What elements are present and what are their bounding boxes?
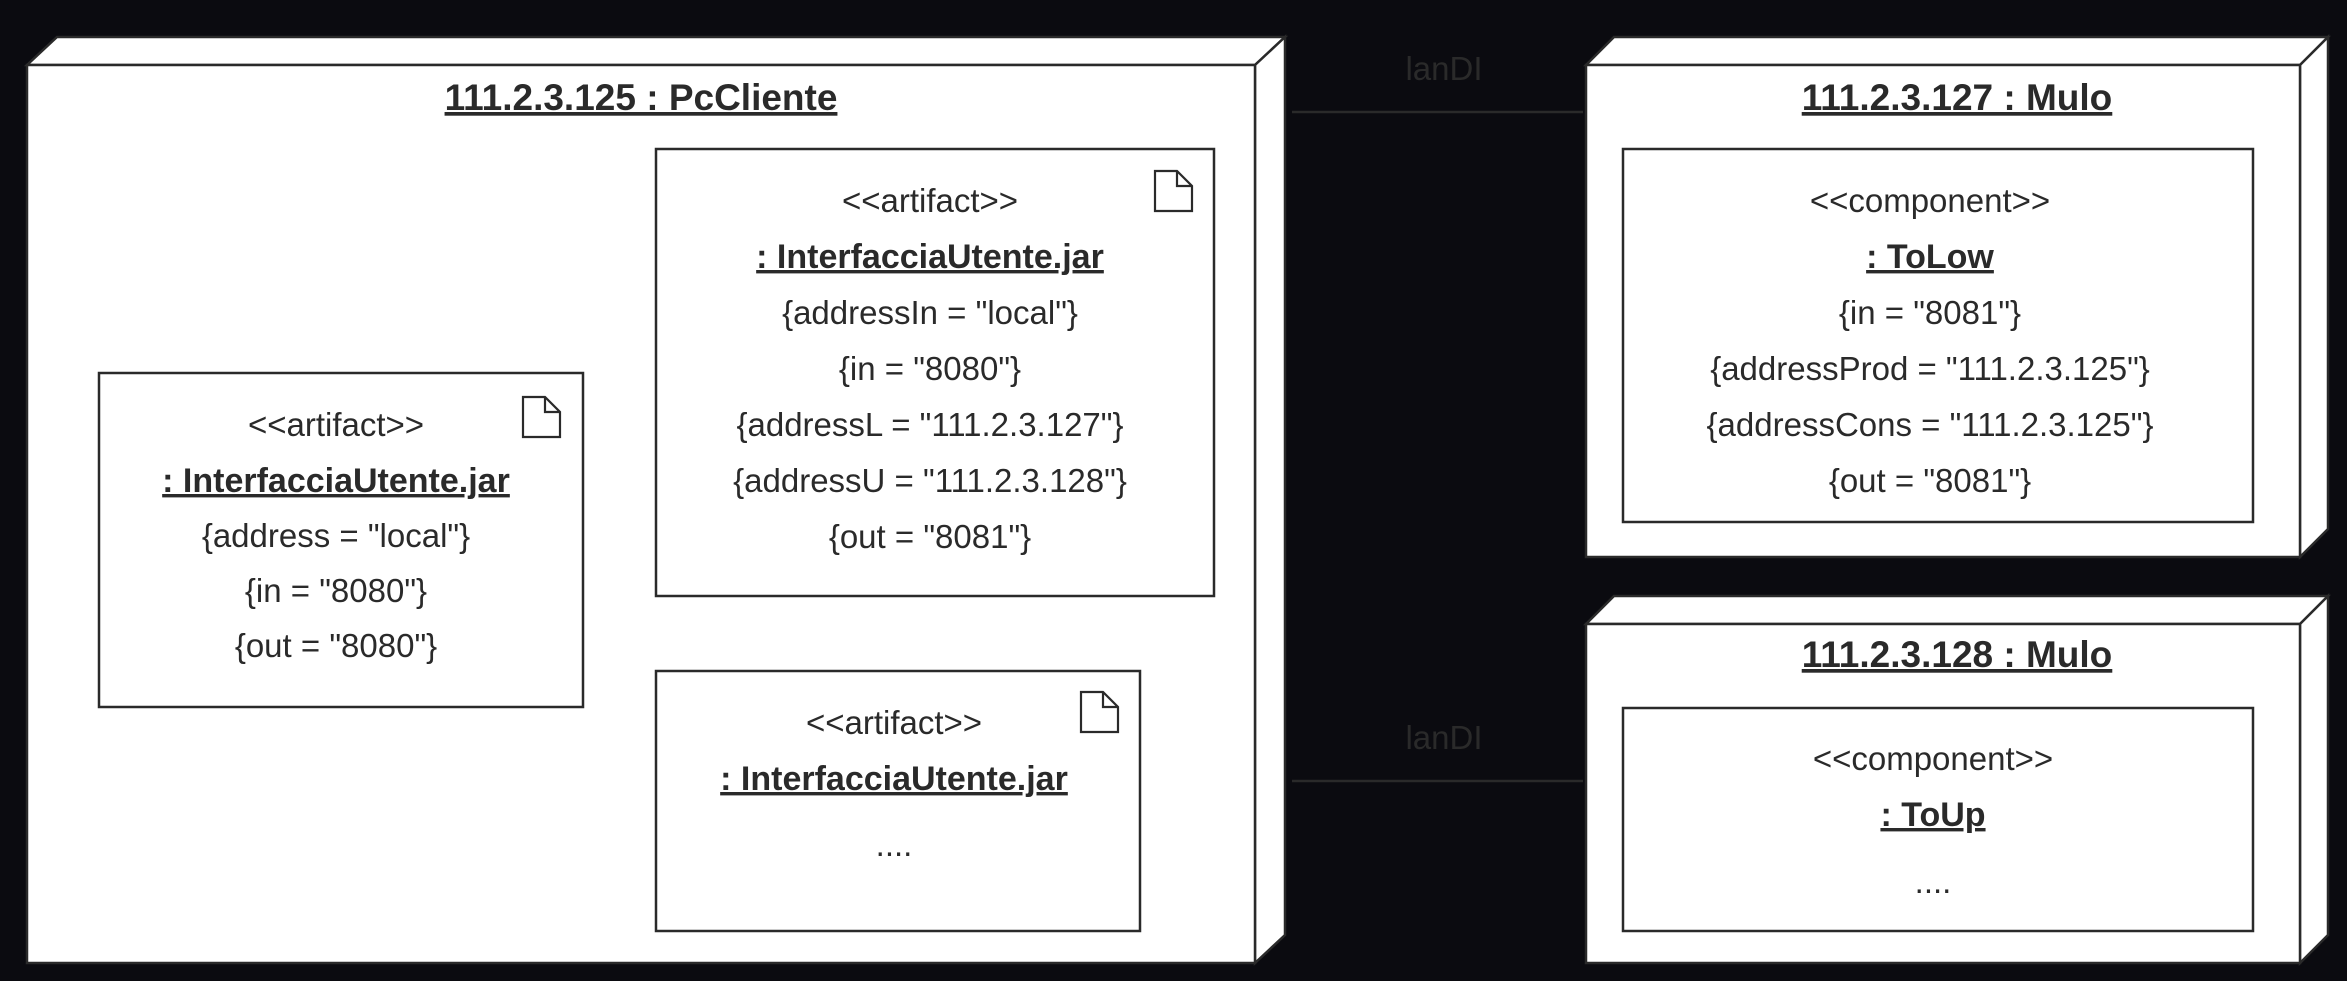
artifact-left[interactable]: <<artifact>> : InterfacciaUtente.jar {ad… [97, 371, 585, 709]
component-to-low-prop: {out = "8081"} [1829, 462, 2031, 499]
component-to-low-prop: {in = "8081"} [1839, 294, 2021, 331]
artifact-top-prop: {addressL = "111.2.3.127"} [736, 406, 1123, 443]
artifact-document-icon [1153, 169, 1194, 213]
artifact-left-box [97, 371, 585, 709]
component-to-up-prop: .... [1915, 863, 1952, 900]
artifact-left-prop: {out = "8080"} [235, 627, 437, 664]
node-mulo-127-top-face [1582, 35, 2332, 67]
node-mulo-128-title: 111.2.3.128 : Mulo [1802, 634, 2113, 675]
artifact-bottom[interactable]: <<artifact>> : InterfacciaUtente.jar ...… [654, 669, 1142, 933]
component-to-up-box [1621, 706, 2255, 933]
link-bottom[interactable]: lanDI [1292, 719, 1583, 783]
link-top-label: lanDI [1405, 50, 1482, 87]
component-to-up-name: : ToUp [1880, 796, 1985, 834]
link-bottom-label: lanDI [1405, 719, 1482, 756]
link-top[interactable]: lanDI [1292, 50, 1583, 114]
node-mulo-128[interactable]: 111.2.3.128 : Mulo <<component>> : ToUp … [1582, 592, 2332, 967]
artifact-top[interactable]: <<artifact>> : InterfacciaUtente.jar {ad… [654, 147, 1216, 598]
artifact-left-prop: {in = "8080"} [245, 572, 427, 609]
artifact-top-box [654, 147, 1216, 598]
artifact-bottom-box [654, 669, 1142, 933]
node-mulo-127[interactable]: 111.2.3.127 : Mulo <<component>> : ToLow… [1582, 33, 2332, 561]
artifact-left-prop: {address = "local"} [202, 517, 470, 554]
component-to-low-name: : ToLow [1866, 238, 1994, 276]
artifact-top-prop: {addressIn = "local"} [782, 294, 1078, 331]
component-to-up[interactable]: <<component>> : ToUp .... [1621, 706, 2255, 933]
component-to-low[interactable]: <<component>> : ToLow {in = "8081"} {add… [1621, 147, 2255, 524]
component-to-up-stereotype: <<component>> [1813, 740, 2053, 777]
node-mulo-127-side-face [2298, 33, 2330, 561]
artifact-top-prop: {out = "8081"} [829, 518, 1031, 555]
artifact-top-name: : InterfacciaUtente.jar [756, 238, 1104, 276]
artifact-bottom-prop: .... [876, 826, 913, 863]
component-to-low-prop: {addressCons = "111.2.3.125"} [1707, 406, 2154, 443]
artifact-document-icon [1079, 690, 1120, 734]
artifact-top-prop: {addressU = "111.2.3.128"} [733, 462, 1127, 499]
artifact-bottom-name: : InterfacciaUtente.jar [720, 760, 1068, 798]
component-to-low-stereotype: <<component>> [1810, 182, 2050, 219]
artifact-document-icon [521, 395, 562, 439]
artifact-bottom-stereotype: <<artifact>> [806, 704, 982, 741]
node-pc-cliente-top-face [23, 35, 1289, 67]
node-pc-cliente-side-face [1253, 34, 1287, 966]
artifact-top-prop: {in = "8080"} [839, 350, 1021, 387]
artifact-left-name: : InterfacciaUtente.jar [162, 462, 510, 500]
node-mulo-128-side-face [2298, 592, 2330, 967]
artifact-top-stereotype: <<artifact>> [842, 182, 1018, 219]
component-to-low-box [1621, 147, 2255, 524]
node-pc-cliente-title: 111.2.3.125 : PcCliente [445, 77, 838, 118]
artifact-left-stereotype: <<artifact>> [248, 406, 424, 443]
node-mulo-127-title: 111.2.3.127 : Mulo [1802, 77, 2113, 118]
component-to-low-prop: {addressProd = "111.2.3.125"} [1710, 350, 2150, 387]
node-mulo-128-top-face [1582, 594, 2332, 626]
